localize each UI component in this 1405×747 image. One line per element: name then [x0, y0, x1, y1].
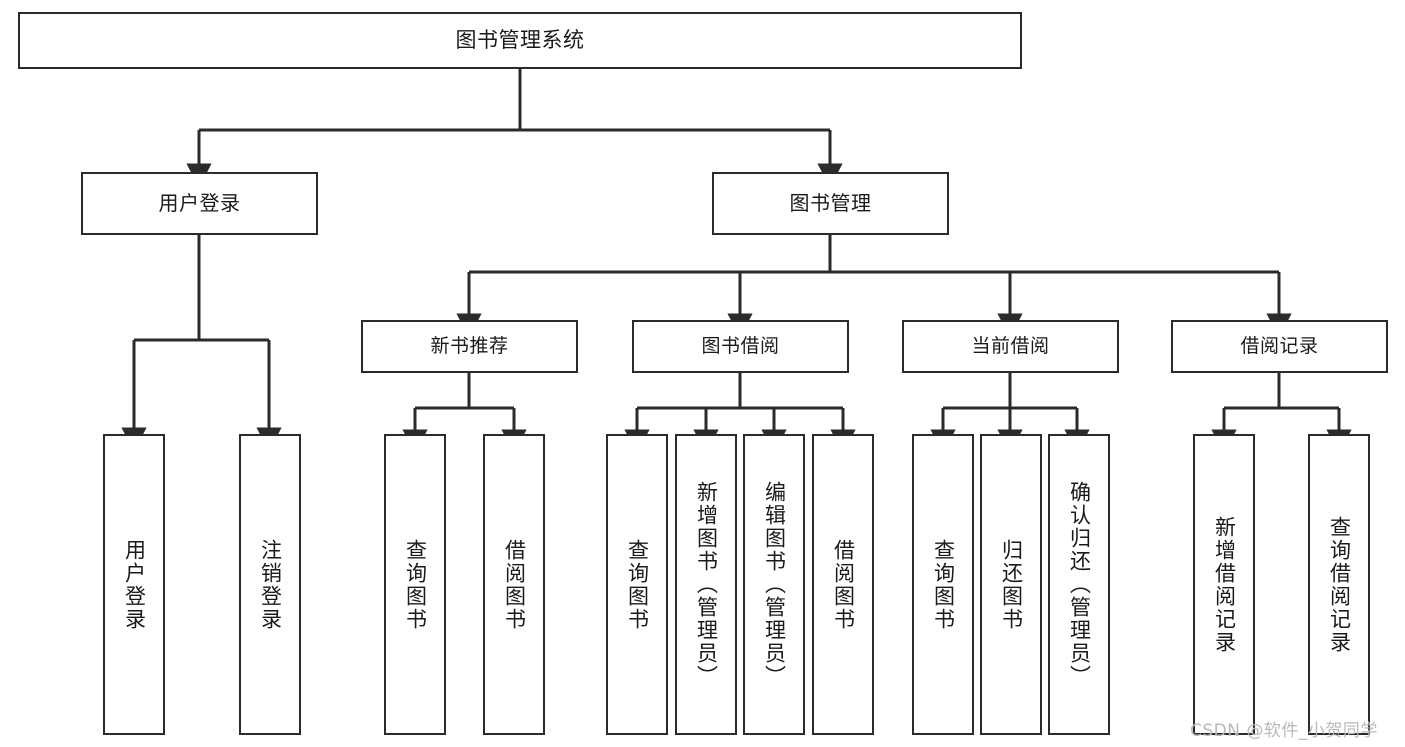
node-book-management[interactable]: 图书管理 — [712, 172, 949, 235]
node-label: 借阅图书 — [831, 538, 856, 631]
node-label: 确认归还（管理员） — [1067, 481, 1092, 688]
leaf-book-borrow-add-book-admin[interactable]: 新增图书（管理员） — [675, 434, 737, 735]
node-label: 注销登录 — [258, 538, 283, 631]
node-borrow-records[interactable]: 借阅记录 — [1171, 320, 1388, 373]
node-label: 新增图书（管理员） — [694, 481, 719, 688]
leaf-user-login-logout[interactable]: 注销登录 — [239, 434, 301, 735]
node-label: 借阅图书 — [502, 538, 527, 631]
node-label: 用户登录 — [122, 538, 147, 631]
leaf-book-borrow-borrow-book[interactable]: 借阅图书 — [812, 434, 874, 735]
node-current-borrow[interactable]: 当前借阅 — [902, 320, 1119, 373]
leaf-book-borrow-edit-book-admin[interactable]: 编辑图书（管理员） — [743, 434, 805, 735]
leaf-book-borrow-query-book[interactable]: 查询图书 — [606, 434, 668, 735]
node-book-borrow[interactable]: 图书借阅 — [632, 320, 849, 373]
node-user-login[interactable]: 用户登录 — [81, 172, 318, 235]
leaf-current-borrow-confirm-return-admin[interactable]: 确认归还（管理员） — [1048, 434, 1110, 735]
node-label: 新增借阅记录 — [1212, 515, 1237, 654]
leaf-current-borrow-query-book[interactable]: 查询图书 — [912, 434, 974, 735]
leaf-current-borrow-return-book[interactable]: 归还图书 — [980, 434, 1042, 735]
node-label: 图书借阅 — [701, 335, 780, 358]
node-label: 编辑图书（管理员） — [762, 481, 787, 688]
node-label: 查询图书 — [931, 538, 956, 631]
node-label: 归还图书 — [999, 538, 1024, 631]
node-label: 查询借阅记录 — [1327, 515, 1352, 654]
node-label: 查询图书 — [625, 538, 650, 631]
csdn-watermark: CSDN @软件_小贺同学 — [1190, 716, 1378, 741]
leaf-borrow-records-query-record[interactable]: 查询借阅记录 — [1308, 434, 1370, 735]
node-label: 借阅记录 — [1240, 335, 1319, 358]
node-root-book-management-system[interactable]: 图书管理系统 — [18, 12, 1022, 69]
leaf-new-book-query-book[interactable]: 查询图书 — [384, 434, 446, 735]
node-new-book-recommend[interactable]: 新书推荐 — [361, 320, 578, 373]
node-label: 用户登录 — [158, 190, 241, 215]
leaf-user-login-login[interactable]: 用户登录 — [103, 434, 165, 735]
node-label: 当前借阅 — [971, 335, 1050, 358]
leaf-borrow-records-add-record[interactable]: 新增借阅记录 — [1193, 434, 1255, 735]
node-label: 图书管理系统 — [455, 28, 585, 53]
leaf-new-book-borrow-book[interactable]: 借阅图书 — [483, 434, 545, 735]
watermark-text: CSDN @软件_小贺同学 — [1190, 721, 1378, 741]
node-label: 查询图书 — [403, 538, 428, 631]
node-label: 图书管理 — [789, 190, 872, 215]
node-label: 新书推荐 — [430, 335, 509, 358]
